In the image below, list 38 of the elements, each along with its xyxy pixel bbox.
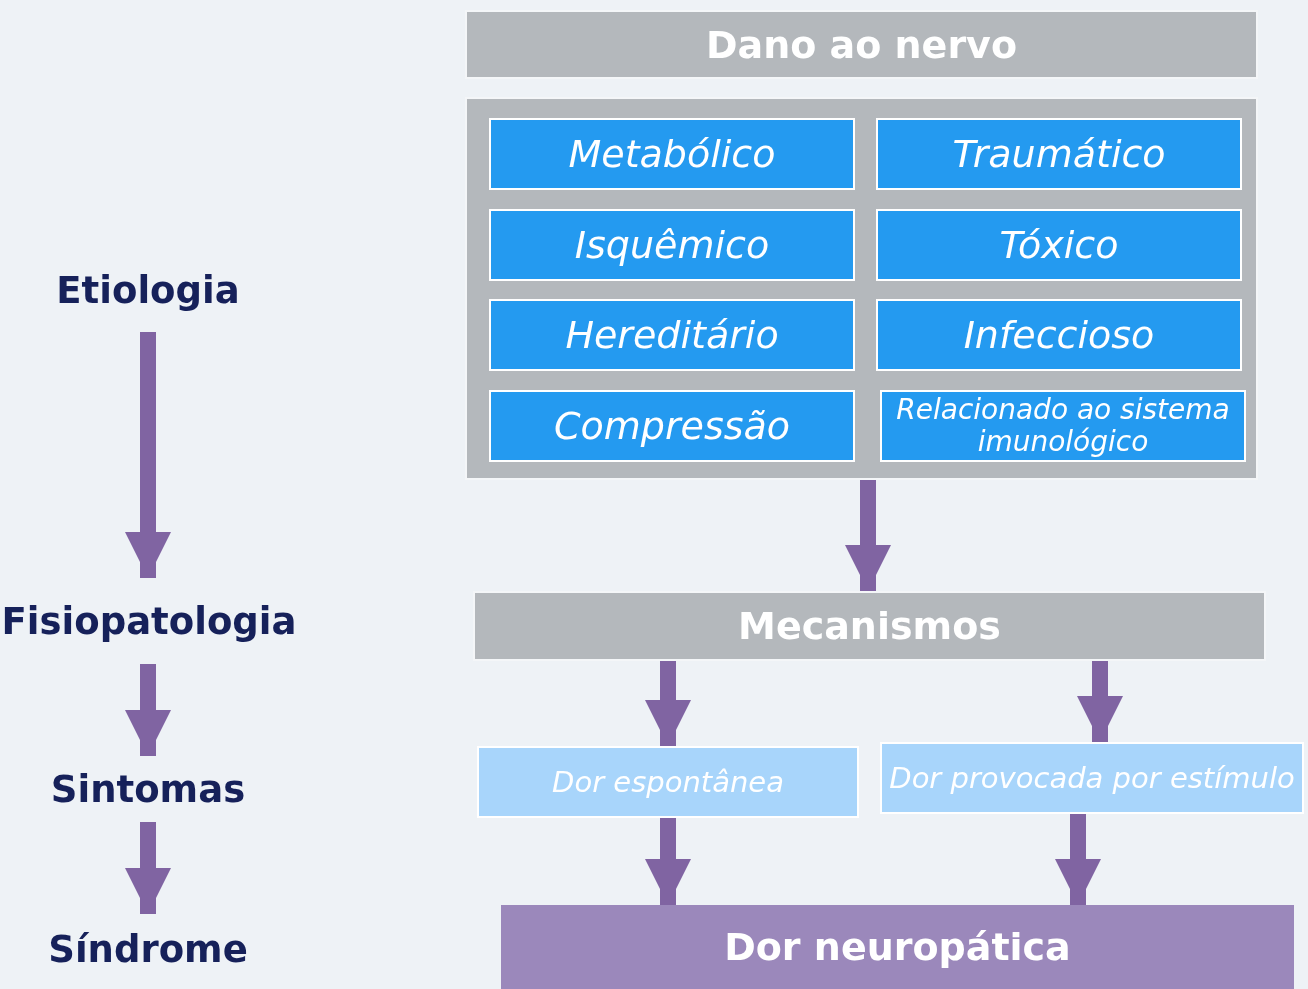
symptom-box: [477, 746, 859, 818]
box-label: Infeccioso: [963, 316, 1155, 354]
box-label: Dor provocada por estímulo: [889, 761, 1295, 795]
arrow: [645, 818, 691, 905]
box-label: Tóxico: [999, 226, 1119, 264]
category-box: [489, 299, 855, 371]
arrow: [845, 480, 891, 591]
box-label: Mecanismos: [738, 604, 1001, 648]
box-label: Dor espontânea: [552, 765, 784, 799]
category-box: [876, 118, 1242, 190]
category-box: [876, 209, 1242, 281]
box-label: Dano ao nervo: [706, 22, 1017, 67]
arrow: [645, 661, 691, 746]
category-box: [489, 209, 855, 281]
category-box: [876, 299, 1242, 371]
arrow: [1077, 661, 1123, 742]
header-box: [465, 10, 1258, 79]
symptom-box: [880, 742, 1304, 814]
category-box: [489, 118, 855, 190]
stage-label: Sintomas: [40, 766, 256, 812]
box-label: Compressão: [553, 407, 791, 445]
arrow: [125, 664, 171, 756]
header-box: [473, 591, 1266, 661]
box-label: Metabólico: [568, 135, 776, 173]
box-label: Hereditário: [565, 316, 779, 354]
arrow: [125, 822, 171, 914]
box-label: Relacionado ao sistema imunológico: [895, 393, 1231, 459]
box-label: Traumático: [952, 135, 1166, 173]
syndrome-box: [501, 905, 1294, 989]
category-box: [489, 390, 855, 462]
arrow: [125, 332, 171, 578]
category-box: [880, 390, 1246, 462]
box-label: Dor neuropática: [724, 925, 1071, 969]
group-panel: [465, 97, 1258, 480]
box-label: Isquêmico: [574, 226, 770, 264]
stage-label: Etiologia: [40, 258, 256, 322]
stage-label: Síndrome: [40, 924, 256, 974]
arrow: [1055, 814, 1101, 905]
